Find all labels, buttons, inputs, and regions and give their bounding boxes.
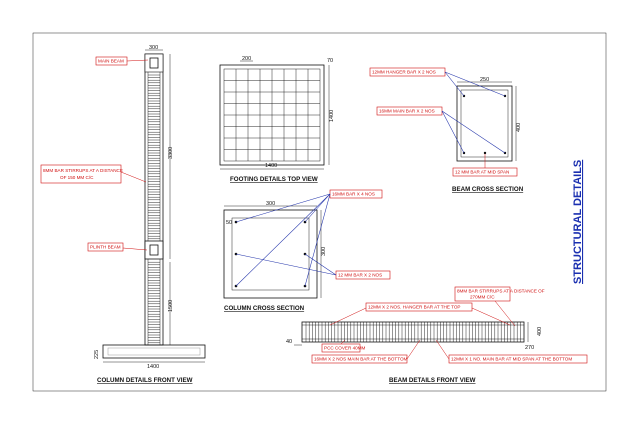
sheet-border	[32, 32, 607, 392]
footing-outline	[219, 64, 325, 166]
column-stirrups	[148, 74, 160, 344]
beam-front-outline	[301, 321, 525, 343]
beam-front-left-dim: 40	[286, 339, 292, 345]
footing-depth-dim: 225	[94, 350, 100, 359]
footing-width-dim: 1400	[147, 364, 159, 370]
footing-width-top-dim: 1400	[265, 163, 277, 169]
beam-section-outline	[456, 85, 513, 162]
column-front-caption: COLUMN DETAILS FRONT VIEW	[97, 377, 193, 384]
footing-top-view: 200 70 1400 1400 FOOTING DETAILS TOP VIE…	[219, 56, 335, 183]
col-top-width-dim: 300	[149, 45, 158, 51]
beam-stirrups	[305, 322, 521, 342]
beam-front-right-dim: 400	[537, 327, 543, 336]
beam-pcc-note: PCC COVER 40MM	[324, 346, 366, 351]
footing-top-caption: FOOTING DETAILS TOP VIEW	[230, 176, 318, 183]
col-section-depth-dim: 300	[321, 247, 327, 256]
col-stirrup-note-1: 8MM BAR STIRRUPS AT A DISTANCE	[43, 168, 123, 173]
beam-section-depth-dim: 400	[516, 123, 522, 132]
beam-cross-section: 250 400 12MM HANGER BAR X 2 NOS 16MM MAI…	[369, 67, 524, 193]
col-extra-bar-note: 12 MM BAR X 2 NOS	[338, 273, 382, 278]
beam-stirrup-note-1: 8MM BAR STIRRUPS AT A DISTANCE OF	[457, 289, 545, 294]
beam-midspan-bottom-note: 12MM X 1 NO. MAIN BAR AT MID SPAN AT THE…	[451, 357, 572, 362]
sheet-title: STRUCTURAL DETAILS	[572, 160, 584, 284]
beam-section-caption: BEAM CROSS SECTION	[452, 186, 524, 193]
footing-cover-dim: 70	[327, 58, 333, 64]
beam-front-caption: BEAM DETAILS FRONT VIEW	[389, 377, 476, 384]
footing-spacing-dim: 200	[242, 56, 251, 62]
beam-hanger-note: 12MM HANGER BAR X 2 NOS	[372, 70, 436, 75]
footing-inner	[107, 347, 201, 356]
beam-midspan-note: 12 MM BAR AT MID SPAN	[455, 170, 509, 175]
beam-front-view: 40 400 270 8MM BAR STIRRUPS AT A DISTANC…	[286, 286, 588, 384]
beam-main-note: 16MM MAIN BAR X 2 NOS	[379, 109, 435, 114]
column-front-view: 300 3300 1500 225 1400 MAIN BEAM 8MM BAR…	[40, 45, 206, 384]
beam-main-bottom-note: 16MM X 2 NOS MAIN BAR AT THE BOTTOM	[314, 357, 408, 362]
column-section-caption: COLUMN CROSS SECTION	[224, 305, 305, 312]
column-cross-section: 300 50 300 16MM BAR X 4 NOS 12 MM BAR X …	[223, 189, 391, 312]
column-footing	[102, 344, 206, 359]
col-section-cover-dim: 50	[226, 220, 232, 226]
col-lower-dim: 1500	[168, 300, 174, 312]
beam-hanger-top-note: 12MM X 2 NOS. HANGER BAR AT THE TOP	[368, 305, 461, 310]
col-section-width-dim: 300	[266, 201, 275, 207]
beam-front-bottom-dim: 270	[525, 345, 534, 351]
column-section-outline	[223, 209, 318, 299]
footing-side-dim: 1400	[329, 110, 335, 122]
beam-section-width-dim: 250	[480, 77, 489, 83]
main-beam-label: MAIN BEAM	[98, 59, 124, 64]
col-height-dim: 3300	[168, 147, 174, 159]
beam-stirrup-note-2: 270MM C/C	[470, 295, 495, 300]
footing-grid	[224, 69, 320, 161]
plinth-beam-label: PLINTH BEAM	[90, 245, 121, 250]
col-main-bar-note: 16MM BAR X 4 NOS	[332, 192, 375, 197]
main-beam-box	[144, 53, 164, 73]
col-stirrup-note-2: OF 150 MM C/C	[60, 175, 94, 180]
plinth-beam-box	[144, 240, 164, 260]
